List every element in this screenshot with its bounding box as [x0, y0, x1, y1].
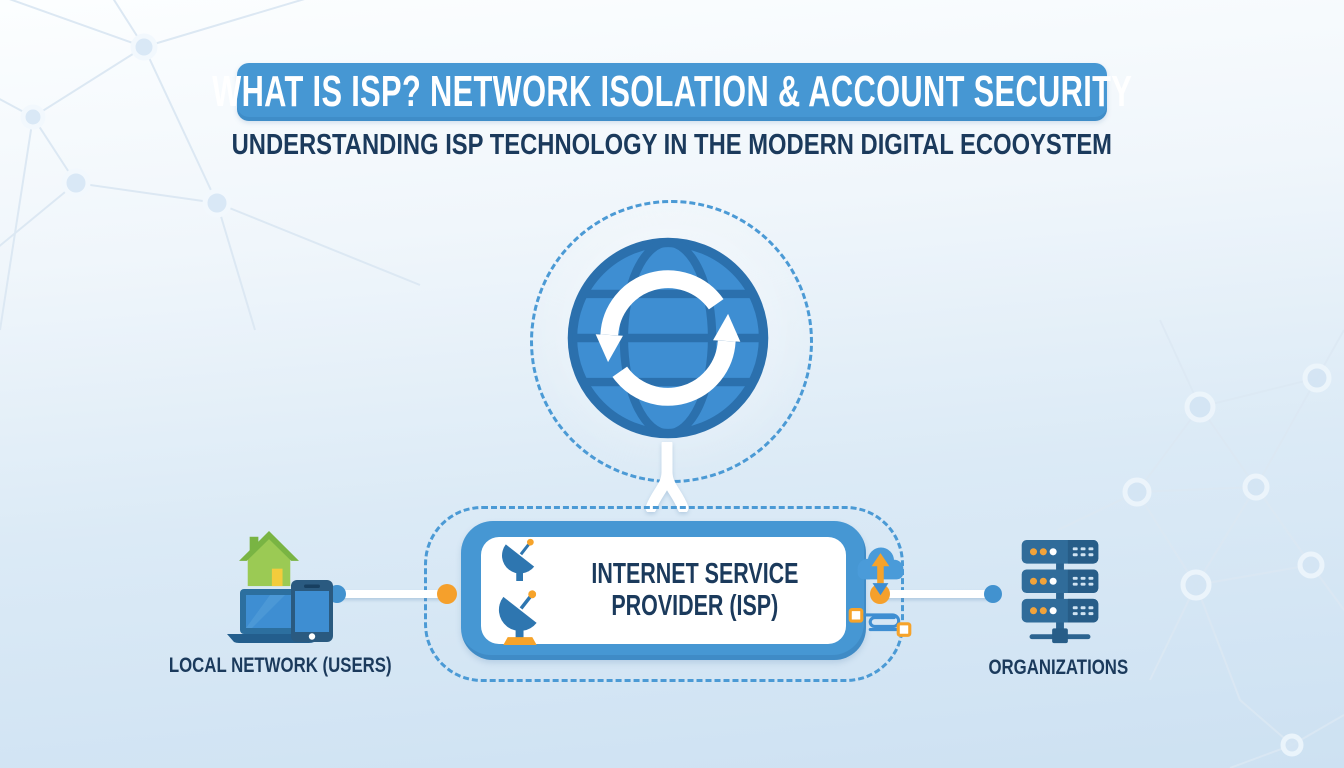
- cloud-transfer-icon: [857, 547, 904, 596]
- left-isp-dot: [437, 584, 457, 604]
- page-subtitle-text: UNDERSTANDING ISP TECHNOLOGY IN THE MODE…: [231, 129, 1113, 161]
- isp-label: INTERNET SERVICE PROVIDER (ISP): [555, 557, 835, 623]
- isp-box-inner: INTERNET SERVICE PROVIDER (ISP): [481, 536, 912, 645]
- isp-left-icons: [493, 536, 547, 645]
- title-banner: WHAT IS ISP? NETWORK ISOLATION & ACCOUNT…: [212, 63, 1132, 121]
- local-network-label-text: LOCAL NETWORK (USERS): [168, 654, 392, 677]
- left-connection-line: [337, 590, 447, 598]
- satellite-dish-icon: [502, 538, 535, 581]
- isp-right-icons: [843, 541, 917, 640]
- right-connection-line: [880, 590, 993, 598]
- satellite-dish-icon: [498, 590, 537, 645]
- cable-icon: [848, 607, 912, 637]
- isp-box: INTERNET SERVICE PROVIDER (ISP): [461, 521, 912, 660]
- globe-isp-connector: [645, 442, 689, 512]
- isp-label-line2: PROVIDER (ISP): [611, 589, 779, 622]
- isp-label-line1: INTERNET SERVICE: [591, 557, 799, 590]
- page-title: WHAT IS ISP? NETWORK ISOLATION & ACCOUNT…: [211, 67, 1133, 116]
- organizations-label-text: ORGANIZATIONS: [988, 656, 1128, 679]
- server-rack-icon: [1021, 540, 1099, 644]
- right-network-dot: [984, 585, 1002, 603]
- smartphone-icon: [291, 580, 333, 642]
- organizations-label: ORGANIZATIONS: [968, 656, 1148, 680]
- house-icon: [239, 530, 299, 587]
- page-subtitle: UNDERSTANDING ISP TECHNOLOGY IN THE MODE…: [0, 129, 1344, 162]
- local-network-label: LOCAL NETWORK (USERS): [155, 654, 405, 678]
- globe-sync-icon: [567, 237, 769, 439]
